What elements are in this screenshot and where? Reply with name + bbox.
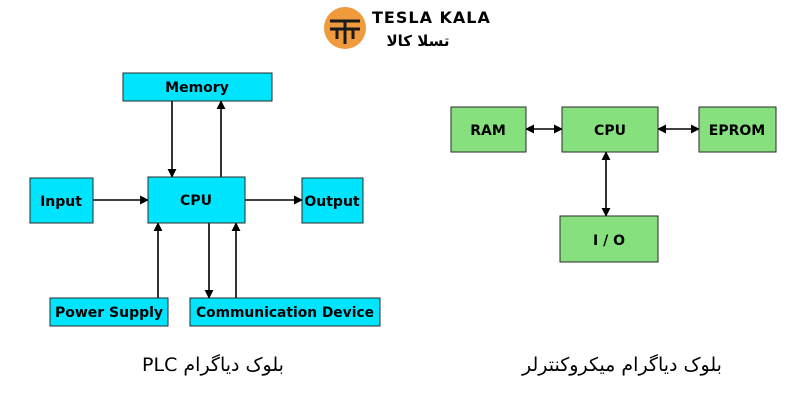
plc-caption: بلوک دیاگرام PLC bbox=[142, 353, 284, 376]
mcu-ram-block: RAM bbox=[450, 106, 527, 153]
plc-output-label: Output bbox=[304, 194, 360, 210]
mcu-cpu-label: CPU bbox=[594, 123, 626, 139]
plc-memory-block: Memory bbox=[122, 72, 273, 102]
logo-name-persian: تسلا کالا bbox=[386, 32, 449, 50]
brand-logo: TESLA KALA تسلا کالا bbox=[324, 7, 491, 50]
plc-power-supply-block: Power Supply bbox=[49, 297, 169, 327]
plc-communication-block: Communication Device bbox=[189, 297, 381, 327]
mcu-eprom-label: EPROM bbox=[709, 123, 765, 139]
plc-cpu-block: CPU bbox=[147, 176, 246, 224]
mcu-arrows bbox=[525, 124, 700, 217]
plc-memory-label: Memory bbox=[165, 80, 229, 96]
mcu-block-diagram: RAM CPU EPROM I / O بلوک دیاگرام میکروکن… bbox=[450, 106, 777, 376]
logo-name-latin: TESLA KALA bbox=[372, 8, 491, 27]
mcu-io-label: I / O bbox=[593, 233, 625, 249]
plc-power-supply-label: Power Supply bbox=[55, 305, 163, 321]
plc-arrows bbox=[93, 100, 303, 299]
plc-cpu-label: CPU bbox=[180, 193, 212, 209]
plc-communication-label: Communication Device bbox=[196, 305, 374, 321]
plc-block-diagram: Memory CPU Input Output Power Supply Com… bbox=[29, 72, 381, 376]
plc-output-block: Output bbox=[301, 177, 364, 224]
mcu-caption: بلوک دیاگرام میکروکنترلر bbox=[521, 353, 722, 376]
mcu-eprom-block: EPROM bbox=[698, 106, 777, 153]
plc-input-label: Input bbox=[40, 194, 82, 210]
mcu-ram-label: RAM bbox=[470, 123, 506, 139]
mcu-cpu-block: CPU bbox=[561, 106, 659, 153]
tesla-kala-logo-icon bbox=[324, 7, 366, 49]
mcu-io-block: I / O bbox=[559, 215, 659, 263]
plc-input-block: Input bbox=[29, 177, 94, 224]
